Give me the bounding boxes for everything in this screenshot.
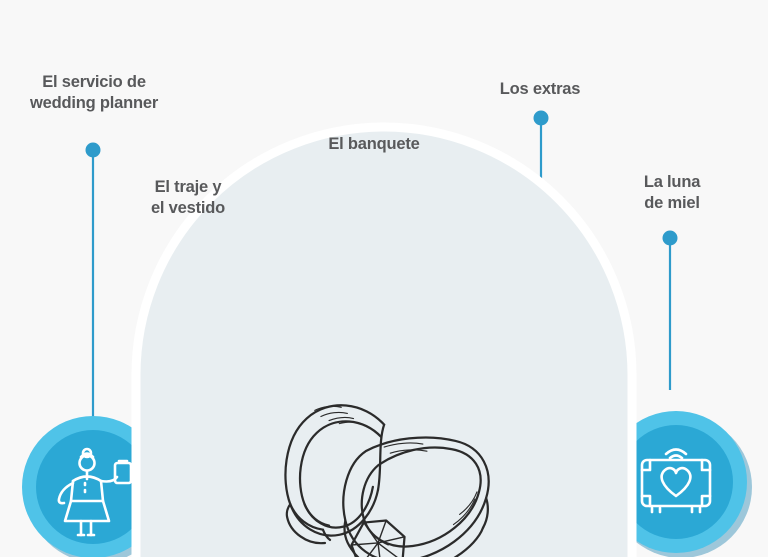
label-extras: Los extras — [499, 80, 581, 98]
central-dome — [131, 122, 637, 557]
woman-with-clipboard-icon — [57, 447, 133, 537]
suitcase-heart-icon — [640, 448, 712, 514]
icon-circle-honeymoon[interactable] — [605, 411, 752, 557]
connector-dot — [533, 110, 549, 126]
connector-wedding-planner — [85, 142, 101, 420]
connector-dot — [662, 230, 678, 246]
wedding-rings-illustration — [284, 404, 490, 557]
label-honeymoon: La luna de miel — [643, 173, 701, 212]
connector-honeymoon — [662, 230, 678, 390]
label-dress-and-suit: El traje y el vestido — [150, 178, 226, 217]
connector-dot — [85, 142, 101, 158]
label-wedding-planner: El servicio de wedding planner — [29, 73, 159, 112]
label-banquet: El banquete — [328, 135, 420, 153]
